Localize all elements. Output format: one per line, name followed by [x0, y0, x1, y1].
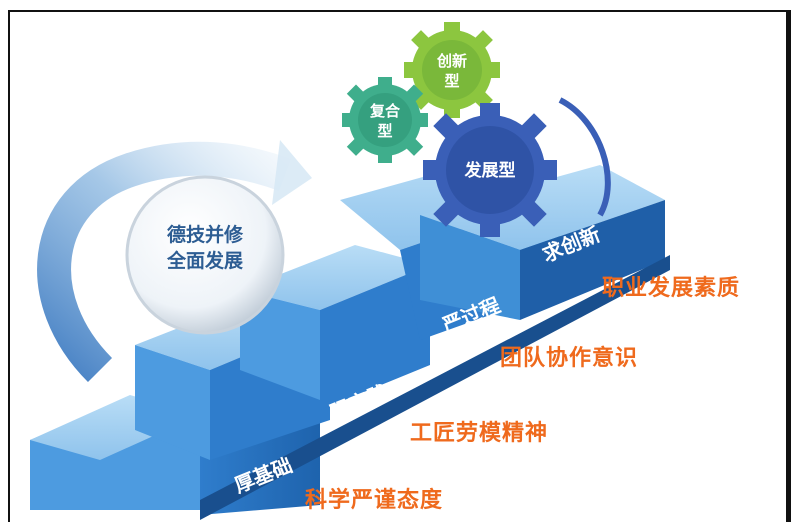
- staircase: [30, 150, 670, 520]
- quality-label-1: 科学严谨态度: [305, 488, 444, 513]
- gear-composite-label-line1: 复合: [369, 102, 401, 120]
- center-circle-line1: 德技并修: [166, 224, 243, 246]
- quality-label-4: 职业发展素质: [602, 276, 741, 301]
- gear-innovative-label-line1: 创新: [436, 52, 467, 70]
- gear-teal-icon: [342, 77, 428, 163]
- gear-composite-label-line2: 型: [377, 122, 392, 140]
- quality-label-3: 团队协作意识: [500, 346, 639, 371]
- curved-arrow-icon: [37, 140, 312, 383]
- center-circle-line2: 全面发展: [166, 250, 243, 272]
- frame-border: [8, 10, 791, 522]
- gear-innovative-label-line2: 型: [444, 72, 459, 90]
- quality-label-2: 工匠劳模精神: [410, 421, 549, 446]
- gear-development-label: 发展型: [464, 160, 516, 181]
- gear-green-light-icon: [404, 22, 500, 118]
- center-ball: [125, 175, 285, 335]
- gear-blue-icon: [423, 97, 611, 237]
- center-circle-text: 德技并修 全面发展: [130, 222, 280, 274]
